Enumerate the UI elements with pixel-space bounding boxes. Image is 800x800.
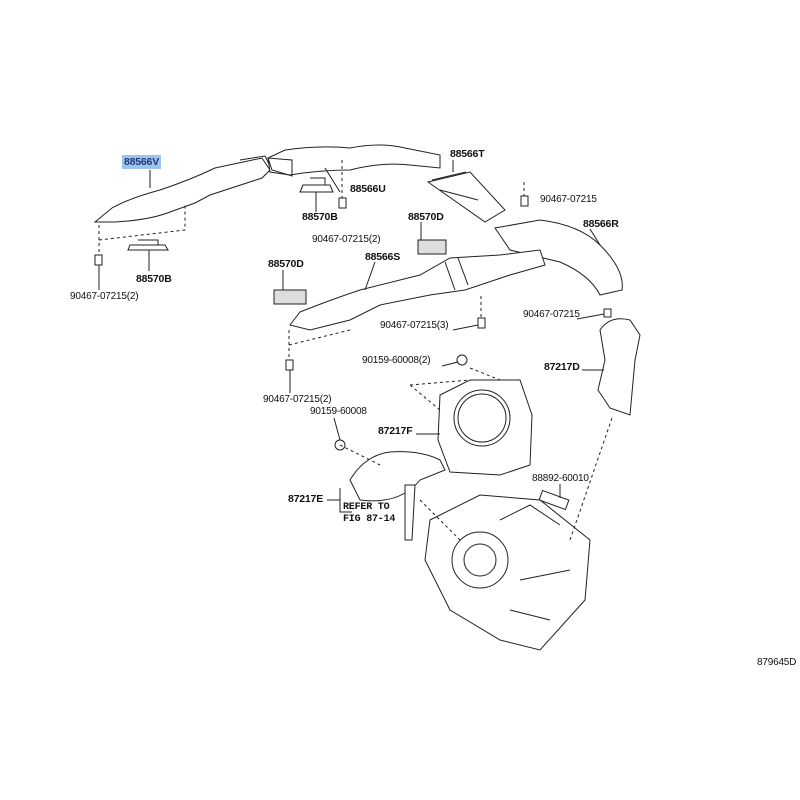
leader-line	[576, 313, 605, 320]
part-label-clip-a[interactable]: 90467-07215	[540, 194, 597, 205]
duct-88566u-outlet	[267, 157, 293, 177]
duct-87217e	[349, 451, 446, 502]
duct-88566s-joint	[444, 257, 469, 291]
fastener-clip	[477, 317, 486, 329]
part-label-88892[interactable]: 88892-60010	[532, 473, 589, 484]
part-label-88570d[interactable]: 88570D	[268, 258, 304, 270]
fastener-clip	[520, 195, 529, 207]
part-label-88570b[interactable]: 88570B	[302, 211, 338, 223]
leader-line	[589, 228, 601, 246]
leader-line	[324, 167, 341, 193]
part-label-88566r[interactable]: 88566R	[583, 218, 619, 230]
fastener-clip	[94, 254, 103, 266]
refer-note-line1: REFER TO	[343, 502, 390, 513]
part-label-screw-a[interactable]: 90159-60008(2)	[362, 355, 431, 366]
refer-note-line2[interactable]: FIG 87-14	[343, 514, 396, 525]
clip-88570b-b	[299, 177, 334, 193]
part-label-clip-d[interactable]: 90467-07215	[523, 309, 580, 320]
dashed-guide-lines	[98, 160, 613, 541]
part-label-88570b[interactable]: 88570B	[136, 273, 172, 285]
part-label-88566t[interactable]: 88566T	[450, 148, 485, 160]
part-label-clip-f[interactable]: 90467-07215(2)	[263, 394, 332, 405]
heater-unit	[424, 494, 591, 651]
heater-unit-body	[424, 494, 591, 651]
leader-line	[452, 324, 479, 331]
part-label-88566s[interactable]: 88566S	[365, 251, 401, 263]
part-label-88566v[interactable]: 88566V	[122, 155, 162, 169]
dashed-guide-line	[409, 367, 501, 411]
part-label-clip-e[interactable]: 90467-07215(3)	[380, 320, 449, 331]
dashed-guide-line	[339, 444, 381, 466]
blower-fan	[463, 543, 497, 577]
clip-88570d-b	[273, 289, 307, 305]
dashed-guide-line	[288, 329, 351, 346]
leader-bracket-87217e	[327, 488, 352, 513]
diagram-code: 879645D	[757, 657, 797, 668]
duct-88566s	[289, 249, 546, 331]
clip-88570b-a	[127, 239, 169, 251]
duct-88566r	[494, 219, 623, 296]
duct-87217d	[597, 318, 641, 416]
part-label-screw-b[interactable]: 90159-60008	[310, 406, 367, 417]
case-87217f-opening-inner	[457, 393, 507, 443]
fastener-clip	[285, 359, 294, 371]
part-88892	[538, 489, 570, 511]
heater-unit-detail	[499, 504, 571, 621]
fastener-screw	[456, 354, 468, 366]
clip-88570d-a	[417, 239, 447, 255]
fastener-clip	[338, 197, 347, 209]
duct-88566u	[267, 144, 441, 176]
duct-88566v	[93, 157, 271, 223]
part-label-clip-b[interactable]: 90467-07215(2)	[312, 234, 381, 245]
part-label-88570d[interactable]: 88570D	[408, 211, 444, 223]
duct-88566t-detail	[431, 171, 479, 201]
part-label-87217d[interactable]: 87217D	[544, 361, 580, 373]
case-87217f	[437, 379, 533, 476]
part-label-clip-c[interactable]: 90467-07215(2)	[70, 291, 139, 302]
leader-line	[364, 261, 376, 291]
case-87217f-opening-outer	[453, 389, 511, 447]
duct-87217e-bracket	[404, 484, 416, 541]
dashed-guide-line	[98, 205, 186, 241]
leader-line	[333, 417, 341, 441]
fastener-clip	[603, 308, 612, 318]
leader-line	[441, 361, 459, 367]
part-label-87217e[interactable]: 87217E	[288, 493, 324, 505]
part-label-87217f[interactable]: 87217F	[378, 425, 413, 437]
leader-lines	[98, 160, 605, 513]
part-label-88566u[interactable]: 88566U	[350, 183, 386, 195]
